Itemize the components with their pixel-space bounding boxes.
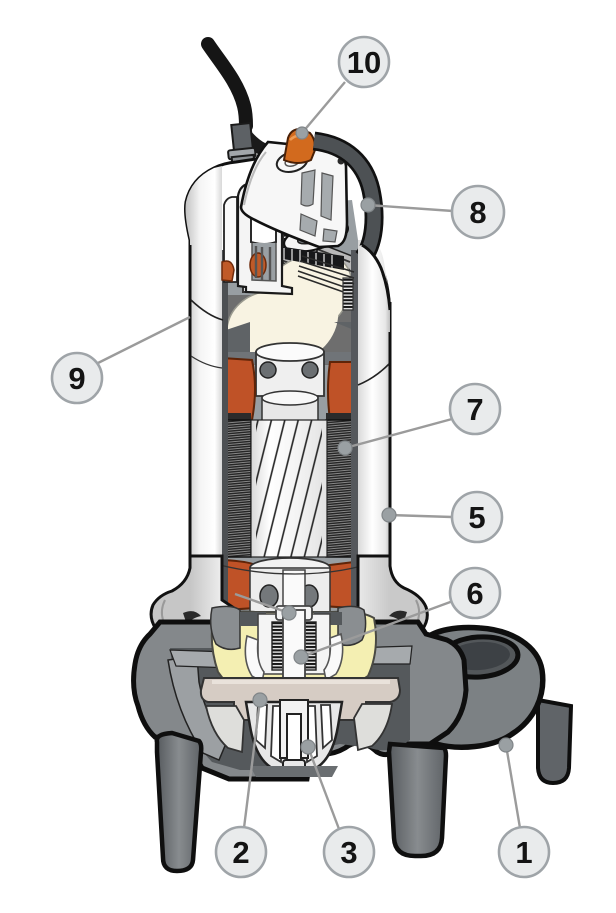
svg-text:9: 9 (68, 361, 85, 396)
svg-text:5: 5 (468, 500, 485, 535)
svg-text:1: 1 (515, 835, 532, 870)
svg-text:7: 7 (466, 392, 483, 427)
svg-text:3: 3 (340, 835, 357, 870)
svg-text:2: 2 (232, 835, 249, 870)
svg-text:6: 6 (466, 576, 483, 611)
svg-text:10: 10 (347, 45, 381, 80)
svg-text:8: 8 (469, 195, 486, 230)
